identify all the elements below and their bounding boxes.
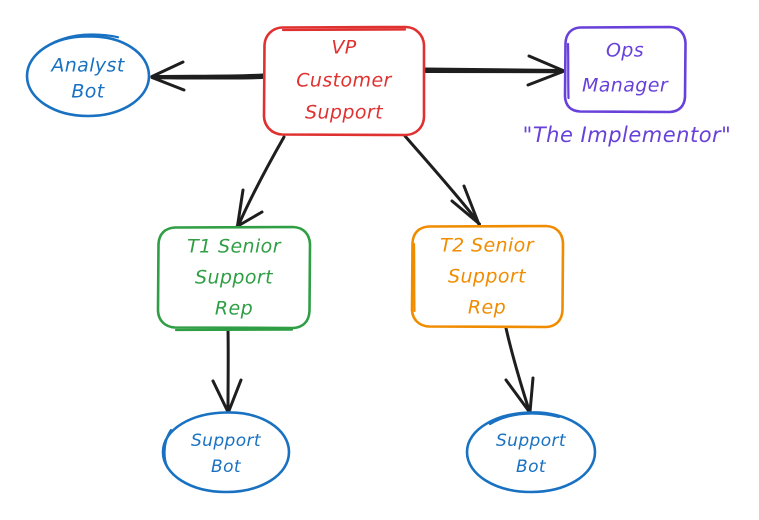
node-label-t2-line2: Support: [448, 266, 527, 288]
node-label-ops-line2: Manager: [582, 75, 669, 97]
node-label-t1-line3: Rep: [215, 298, 253, 320]
node-t2-senior-support-rep[interactable]: T2 Senior Support Rep: [410, 224, 565, 329]
node-label-support-bot-right-line1: Support: [496, 431, 567, 451]
node-label-ops-line1: Ops: [606, 40, 644, 62]
edge-t2-to-support-bot-right[interactable]: [504, 326, 535, 414]
edge-vp-to-t2[interactable]: [403, 134, 481, 226]
node-label-t1-line2: Support: [195, 267, 274, 289]
node-support-bot-left[interactable]: Support Bot: [161, 411, 291, 494]
node-label-t2-line1: T2 Senior: [440, 235, 535, 257]
node-label-t1-line1: T1 Senior: [187, 236, 282, 258]
node-analyst-bot[interactable]: Analyst Bot: [25, 33, 151, 118]
node-ops-manager[interactable]: Ops Manager: [563, 25, 687, 114]
node-label-support-bot-left-line2: Bot: [211, 457, 242, 477]
node-vp-customer-support[interactable]: VP Customer Support: [262, 25, 426, 137]
node-label-analyst-bot-line2: Bot: [71, 81, 105, 103]
node-label-support-bot-right-line2: Bot: [516, 457, 547, 477]
node-label-t2-line3: Rep: [468, 297, 506, 319]
edge-vp-to-ops-manager[interactable]: [423, 54, 565, 87]
node-t1-senior-support-rep[interactable]: T1 Senior Support Rep: [156, 225, 312, 332]
node-label-analyst-bot-line1: Analyst: [49, 55, 126, 77]
edge-vp-to-t1[interactable]: [235, 135, 286, 228]
edge-vp-to-analyst-bot[interactable]: [150, 60, 265, 92]
the-implementor-label: "The Implementor": [523, 123, 732, 147]
node-label-support-bot-left-line1: Support: [191, 431, 262, 451]
node-label-vp-line1: VP: [331, 37, 356, 59]
edge-t1-to-support-bot-left[interactable]: [211, 327, 243, 414]
node-label-vp-line3: Support: [305, 102, 384, 124]
node-label-vp-line2: Customer: [296, 70, 392, 92]
node-support-bot-right[interactable]: Support Bot: [465, 411, 597, 494]
